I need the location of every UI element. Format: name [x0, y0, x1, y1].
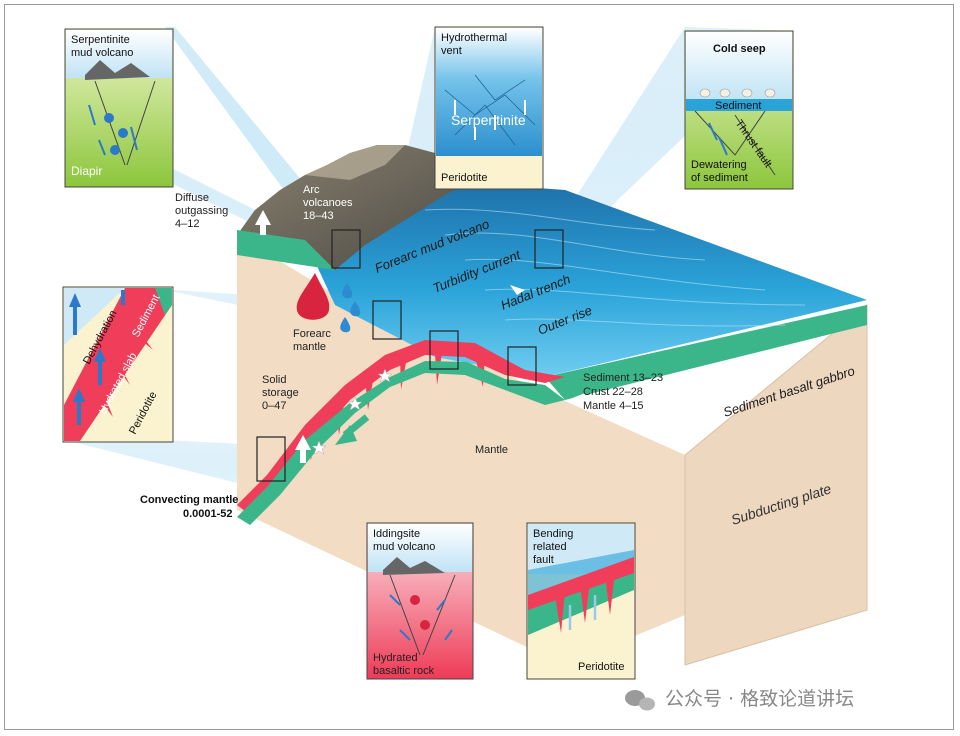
- svg-text:Crust 22–28: Crust 22–28: [583, 386, 643, 398]
- svg-text:Convecting mantle: Convecting mantle: [140, 494, 238, 506]
- svg-text:Serpentinite: Serpentinite: [451, 112, 526, 128]
- crust-layer-side: [545, 305, 867, 400]
- svg-text:Sediment: Sediment: [715, 100, 761, 112]
- svg-text:Mantle 4–15: Mantle 4–15: [583, 400, 644, 412]
- svg-text:Bending: Bending: [533, 528, 573, 540]
- svg-text:4–12: 4–12: [175, 218, 199, 230]
- svg-text:of sediment: of sediment: [691, 172, 748, 184]
- svg-text:fault: fault: [533, 554, 554, 566]
- inset-slab-dehydration: Dehydration Sediment Hydrated slab Perid…: [62, 286, 174, 443]
- svg-text:mud volcano: mud volcano: [71, 47, 133, 59]
- svg-text:18–43: 18–43: [303, 210, 334, 222]
- svg-text:Solid: Solid: [262, 374, 286, 386]
- subduction-inputs-label: Sediment 13–23 Crust 22–28 Mantle 4–15: [583, 372, 663, 412]
- svg-text:Arc: Arc: [303, 184, 320, 196]
- svg-text:公众号 · 格致论道讲坛: 公众号 · 格致论道讲坛: [665, 688, 854, 710]
- svg-text:mud volcano: mud volcano: [373, 541, 435, 553]
- svg-text:Diapir: Diapir: [71, 164, 102, 178]
- ocean-surface: [305, 180, 867, 377]
- inset-bending-fault: Bending related fault Peridotite: [526, 522, 636, 680]
- svg-text:Diffuse: Diffuse: [175, 192, 209, 204]
- diffuse-outgassing-label: Diffuse outgassing 4–12: [175, 192, 228, 230]
- forearc-mantle-label: Forearc mantle: [293, 328, 331, 353]
- svg-text:0.0001-52: 0.0001-52: [183, 508, 233, 520]
- block-diagram: [237, 145, 868, 666]
- svg-text:Peridotite: Peridotite: [441, 172, 487, 184]
- subduction-diagram: Diffuse outgassing 4–12 Arc volcanoes 18…: [62, 26, 868, 711]
- svg-text:volcanoes: volcanoes: [303, 197, 353, 209]
- subducting-plate-side: [684, 303, 868, 666]
- svg-text:Peridotite: Peridotite: [578, 661, 624, 673]
- wechat-icon: [625, 690, 655, 711]
- svg-text:related: related: [533, 541, 567, 553]
- arc-volcanoes-label: Arc volcanoes 18–43: [303, 184, 353, 222]
- svg-text:vent: vent: [441, 45, 462, 57]
- svg-text:0–47: 0–47: [262, 400, 286, 412]
- svg-text:mantle: mantle: [293, 341, 326, 353]
- svg-text:Hydrothermal: Hydrothermal: [441, 32, 507, 44]
- inset-serpentinite-mud-volcano: Serpentinite mud volcano Diapir: [64, 28, 174, 188]
- solid-storage-label: Solid storage 0–47: [262, 374, 299, 412]
- svg-text:Forearc: Forearc: [293, 328, 331, 340]
- watermark: 公众号 · 格致论道讲坛: [625, 688, 854, 711]
- inset-iddingsite-mud-volcano: Iddingsite mud volcano Hydrated basaltic…: [366, 522, 474, 680]
- svg-text:storage: storage: [262, 387, 299, 399]
- svg-text:Dewatering: Dewatering: [691, 159, 747, 171]
- mantle-label: Mantle: [475, 444, 508, 456]
- figure-frame: Diffuse outgassing 4–12 Arc volcanoes 18…: [4, 4, 954, 730]
- inset-hydrothermal-vent: Hydrothermal vent Serpentinite Peridotit…: [434, 26, 544, 190]
- forearc-mantle-drop: [296, 273, 330, 320]
- convecting-mantle-label: Convecting mantle 0.0001-52: [140, 494, 238, 520]
- svg-text:Sediment 13–23: Sediment 13–23: [583, 372, 663, 384]
- svg-text:Iddingsite: Iddingsite: [373, 528, 420, 540]
- svg-text:Hydrated: Hydrated: [373, 652, 418, 664]
- svg-text:Serpentinite: Serpentinite: [71, 34, 130, 46]
- svg-text:basaltic rock: basaltic rock: [373, 665, 435, 677]
- svg-text:Cold seep: Cold seep: [713, 43, 766, 55]
- svg-text:outgassing: outgassing: [175, 205, 228, 217]
- inset-cold-seep: Cold seep Sediment Thrust fault Dewateri…: [684, 30, 794, 190]
